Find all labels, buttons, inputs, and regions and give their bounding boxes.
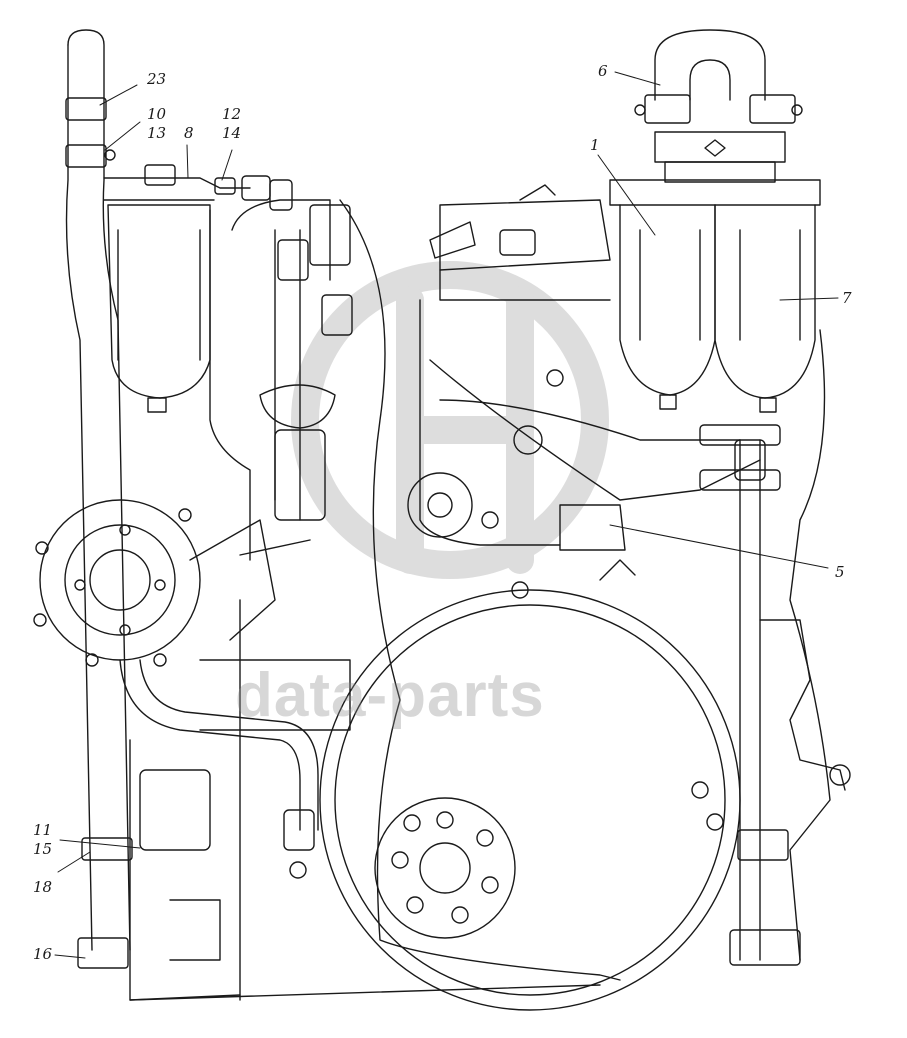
water-pump	[33, 499, 276, 667]
watermark-logo	[291, 261, 609, 579]
callout-8: 8	[184, 124, 194, 142]
callout-11: 11	[33, 821, 53, 839]
left-vertical-pipe	[65, 29, 133, 969]
callout-13: 13	[147, 124, 167, 142]
cut-line	[339, 199, 621, 981]
right-pipe	[729, 439, 851, 966]
right-block	[789, 329, 831, 961]
callout-7: 7	[842, 289, 852, 307]
flywheel	[319, 589, 741, 1011]
callout-1: 1	[590, 136, 600, 154]
cylinder-head	[429, 184, 611, 301]
fittings	[214, 175, 293, 211]
u-pipe	[634, 29, 803, 183]
callout-10: 10	[147, 105, 167, 123]
callout-18: 18	[33, 878, 53, 896]
twin-filter	[609, 179, 821, 413]
callout-14: 14	[222, 124, 242, 142]
central-manifold	[209, 199, 353, 561]
left-filter	[103, 164, 215, 413]
bracket	[103, 177, 251, 189]
callout-5: 5	[835, 563, 845, 581]
callout-23: 23	[147, 70, 167, 88]
callout-12: 12	[222, 105, 242, 123]
callout-6: 6	[598, 62, 608, 80]
callout-16: 16	[33, 945, 53, 963]
watermark-text: data-parts	[235, 661, 545, 730]
flywheel-housing	[407, 299, 781, 599]
lower-pipe	[119, 659, 319, 879]
leader-lines	[54, 71, 839, 959]
callout-15: 15	[33, 840, 53, 858]
